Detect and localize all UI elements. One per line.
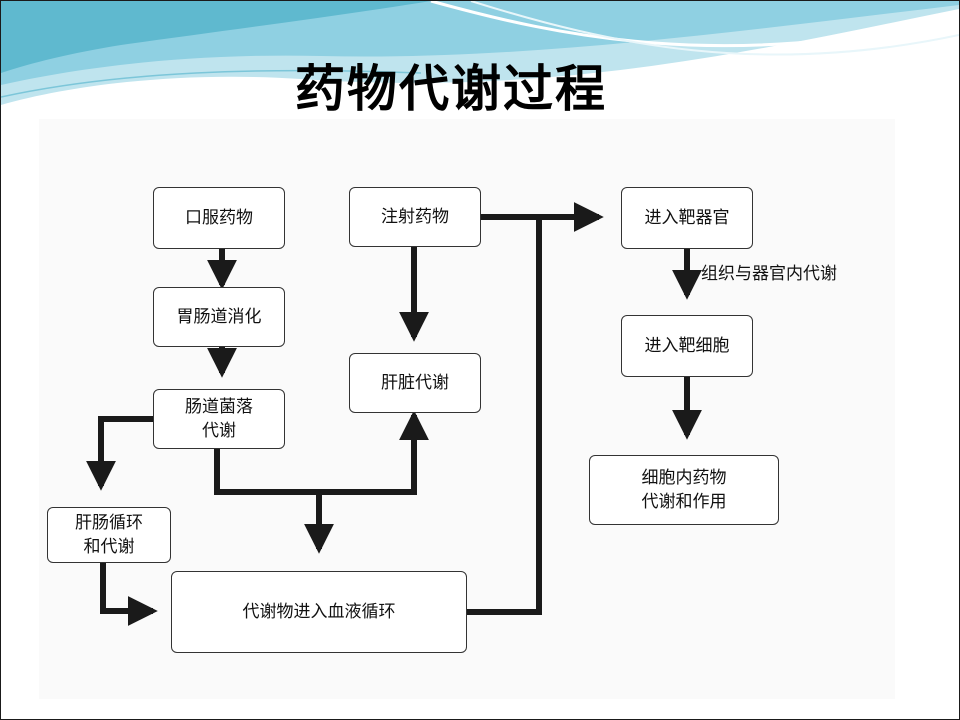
node-target-cell: 进入靶细胞 <box>621 315 753 377</box>
arrow-flora-to-blood <box>214 449 334 554</box>
edge-label-tissue-metabolism: 组织与器官内代谢 <box>701 264 837 284</box>
node-oral-drug: 口服药物 <box>153 187 285 249</box>
arrow-enterohepatic-to-blood <box>88 537 158 626</box>
node-blood-circulation: 代谢物进入血液循环 <box>171 571 467 653</box>
node-enterohepatic-line2: 和代谢 <box>83 537 135 557</box>
node-target-organ: 进入靶器官 <box>621 187 753 249</box>
node-enterohepatic-line1: 肝肠循环 <box>75 513 143 533</box>
node-gut-flora-line1: 肠道菌落 <box>185 397 253 417</box>
node-enterohepatic: 肝肠循环和代谢 <box>47 507 171 563</box>
node-liver-metabolism: 肝脏代谢 <box>349 353 481 413</box>
line-blood-to-target <box>467 217 542 615</box>
diagram-panel: 口服药物 胃肠道消化 肠道菌落代谢 肝肠循环和代谢 注射药物 肝脏代谢 代谢物进… <box>39 119 895 699</box>
page-title: 药物代谢过程 <box>295 60 607 118</box>
node-gi-digestion: 胃肠道消化 <box>153 287 285 347</box>
node-intracellular-line1: 细胞内药物 <box>641 468 727 488</box>
node-intracellular-action: 细胞内药物代谢和作用 <box>589 455 779 525</box>
header-wave-decoration <box>1 1 959 105</box>
node-intracellular-line2: 代谢和作用 <box>641 492 727 512</box>
flow-connectors <box>86 202 702 626</box>
node-gut-flora-metabolism: 肠道菌落代谢 <box>153 389 285 449</box>
arrow-junction-to-liver <box>319 410 429 495</box>
arrow-flora-to-enterohepatic <box>86 416 153 491</box>
node-gut-flora-line2: 代谢 <box>202 421 236 441</box>
node-injection-drug: 注射药物 <box>349 187 481 247</box>
